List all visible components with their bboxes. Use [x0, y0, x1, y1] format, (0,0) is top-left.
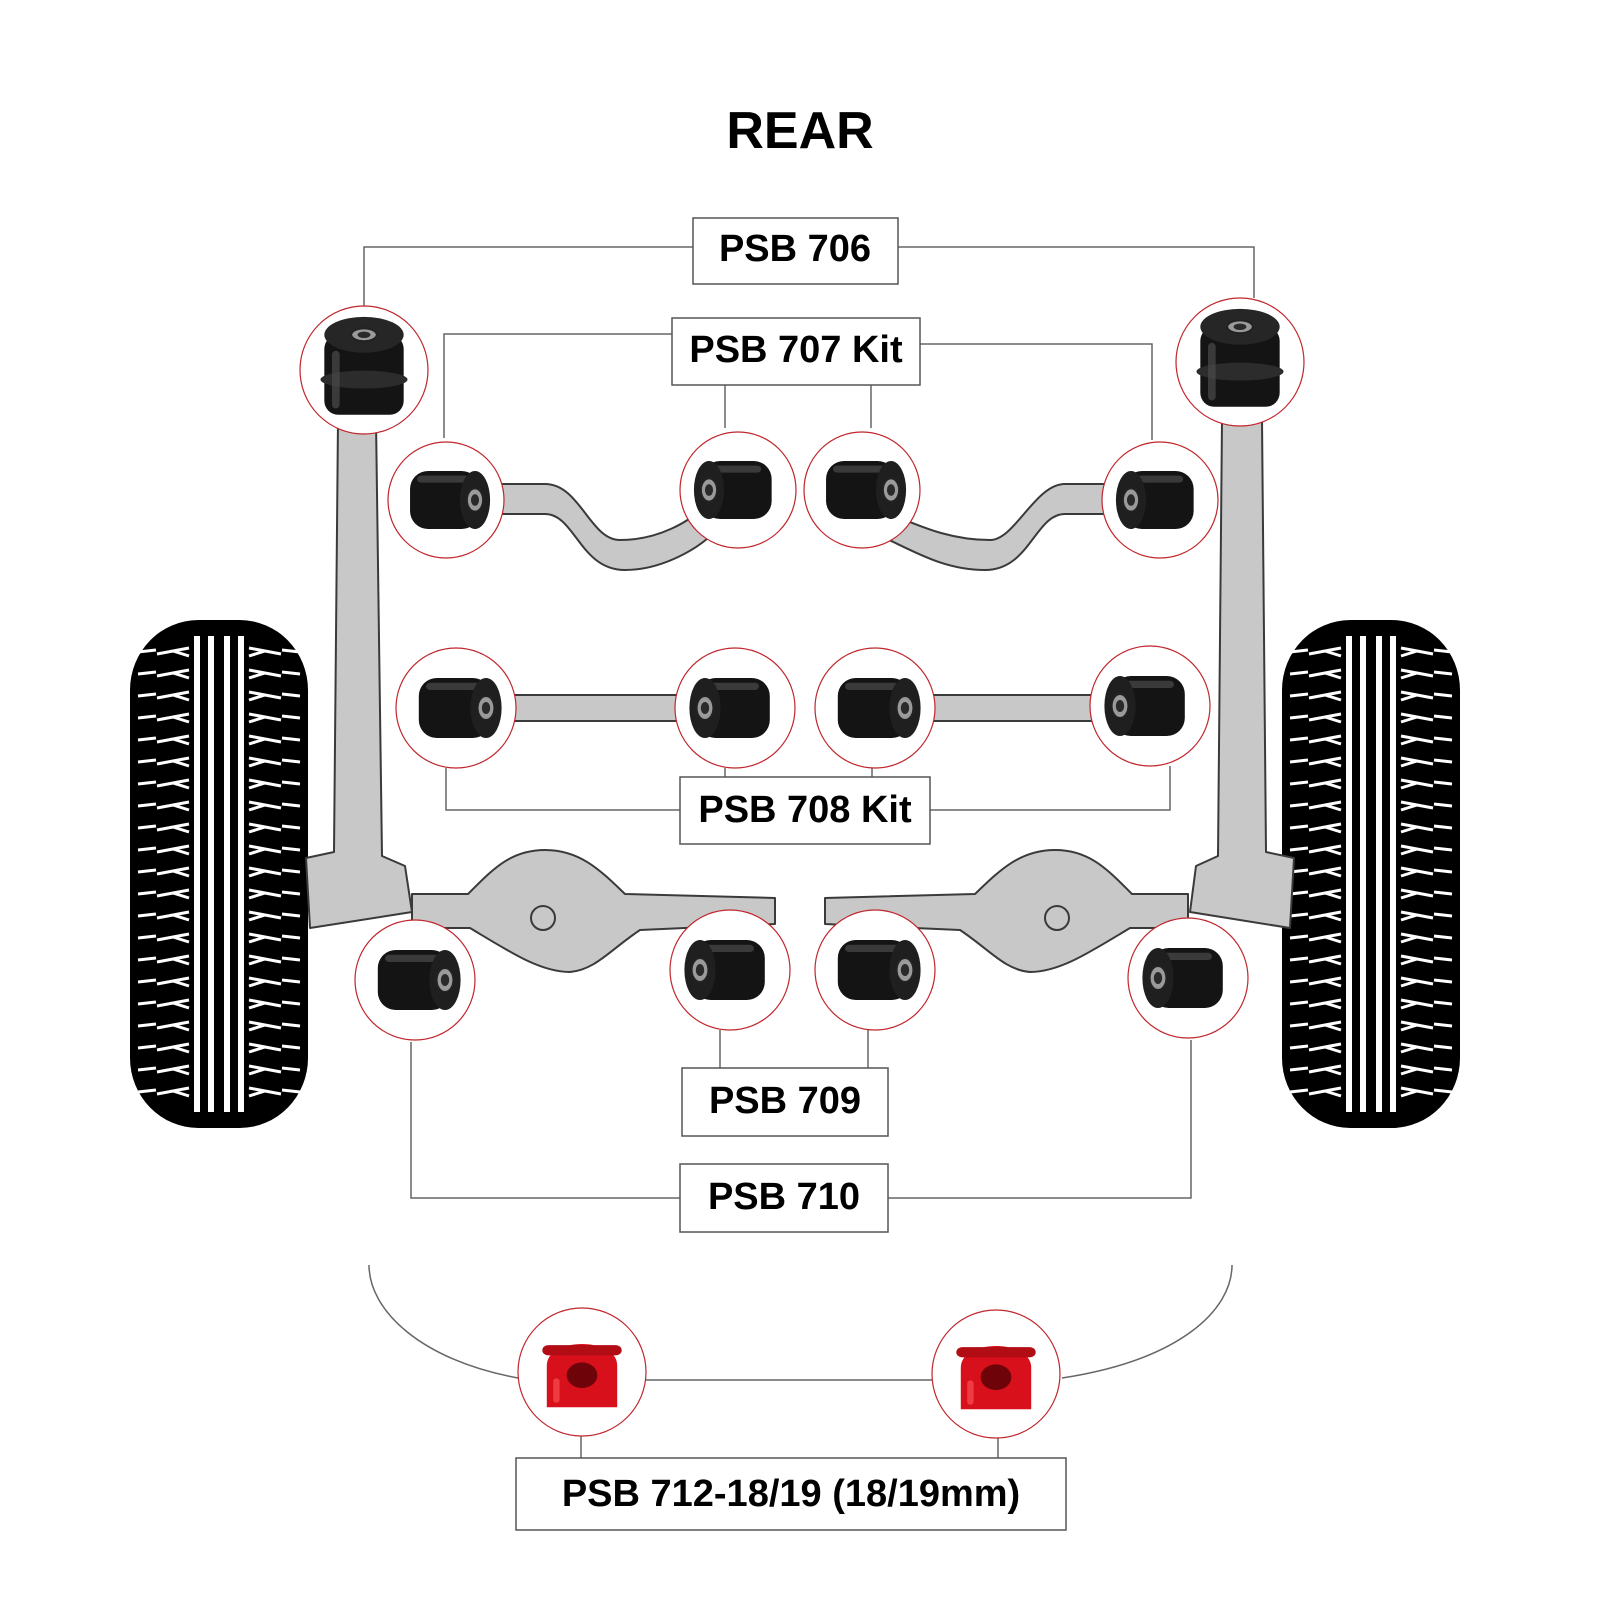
bushing-707-2[interactable]: [679, 431, 797, 549]
bushing-icon: [418, 678, 502, 738]
right-tyre-icon: [1282, 620, 1460, 1128]
bushing-708-4[interactable]: [1089, 645, 1211, 767]
page-title: REAR: [726, 102, 873, 160]
bushing-710-right[interactable]: [1127, 917, 1249, 1039]
bushing-icon: [377, 950, 461, 1010]
label-psb-710-text: PSB 710: [708, 1176, 860, 1218]
bushing-icon: [684, 940, 765, 1000]
label-psb-709-text: PSB 709: [709, 1080, 861, 1122]
label-psb-707[interactable]: PSB 707 Kit: [671, 317, 921, 386]
label-psb-708[interactable]: PSB 708 Kit: [679, 776, 931, 845]
label-psb-706[interactable]: PSB 706: [692, 217, 899, 285]
right-trailing-arm: [1189, 419, 1295, 929]
anti-roll-bushing-right[interactable]: [931, 1309, 1061, 1439]
left-tyre-icon: [130, 620, 308, 1128]
bushing-706-left[interactable]: [299, 305, 429, 435]
bushing-icon: [837, 940, 921, 1000]
bushings: [299, 297, 1305, 1439]
label-psb-710[interactable]: PSB 710: [679, 1163, 889, 1233]
label-psb-706-text: PSB 706: [719, 228, 871, 270]
right-lower-arm-hole: [1044, 905, 1070, 931]
bushing-icon: [1115, 471, 1194, 529]
bushing-icon: [1142, 948, 1223, 1008]
label-psb-707-text: PSB 707 Kit: [689, 329, 903, 371]
bushing-icon: [689, 678, 770, 738]
bushing-707-1[interactable]: [387, 441, 505, 559]
right-straight-link: [909, 694, 1101, 722]
label-psb-708-text: PSB 708 Kit: [698, 789, 912, 831]
bushing-706-right[interactable]: [1175, 297, 1305, 427]
anti-roll-bushing-left[interactable]: [517, 1307, 647, 1437]
left-straight-link: [499, 694, 691, 722]
bushing-icon: [837, 678, 921, 738]
bushing-710-left[interactable]: [354, 919, 476, 1041]
leader-lines: [363, 246, 1255, 1458]
bushing-708-3[interactable]: [814, 647, 936, 769]
bushing-707-4[interactable]: [1101, 441, 1219, 559]
bushing-708-1[interactable]: [395, 647, 517, 769]
bushing-707-3[interactable]: [803, 431, 921, 549]
bushing-icon: [320, 316, 408, 415]
left-lower-arm-hole: [530, 905, 556, 931]
bushing-icon: [1104, 676, 1185, 736]
label-psb-709[interactable]: PSB 709: [681, 1067, 889, 1137]
anti-roll-bar-bushing-icon: [542, 1344, 622, 1408]
anti-roll-bar-bushing-icon: [956, 1346, 1036, 1410]
bushing-709-left[interactable]: [669, 909, 791, 1031]
bushing-709-right[interactable]: [814, 909, 936, 1031]
label-psb-712[interactable]: PSB 712-18/19 (18/19mm): [515, 1457, 1067, 1531]
bushing-icon: [826, 461, 907, 519]
label-psb-712-text: PSB 712-18/19 (18/19mm): [562, 1473, 1020, 1515]
bushing-708-2[interactable]: [674, 647, 796, 769]
bushing-icon: [693, 461, 772, 519]
bushing-icon: [410, 471, 491, 529]
bushing-icon: [1196, 308, 1284, 407]
